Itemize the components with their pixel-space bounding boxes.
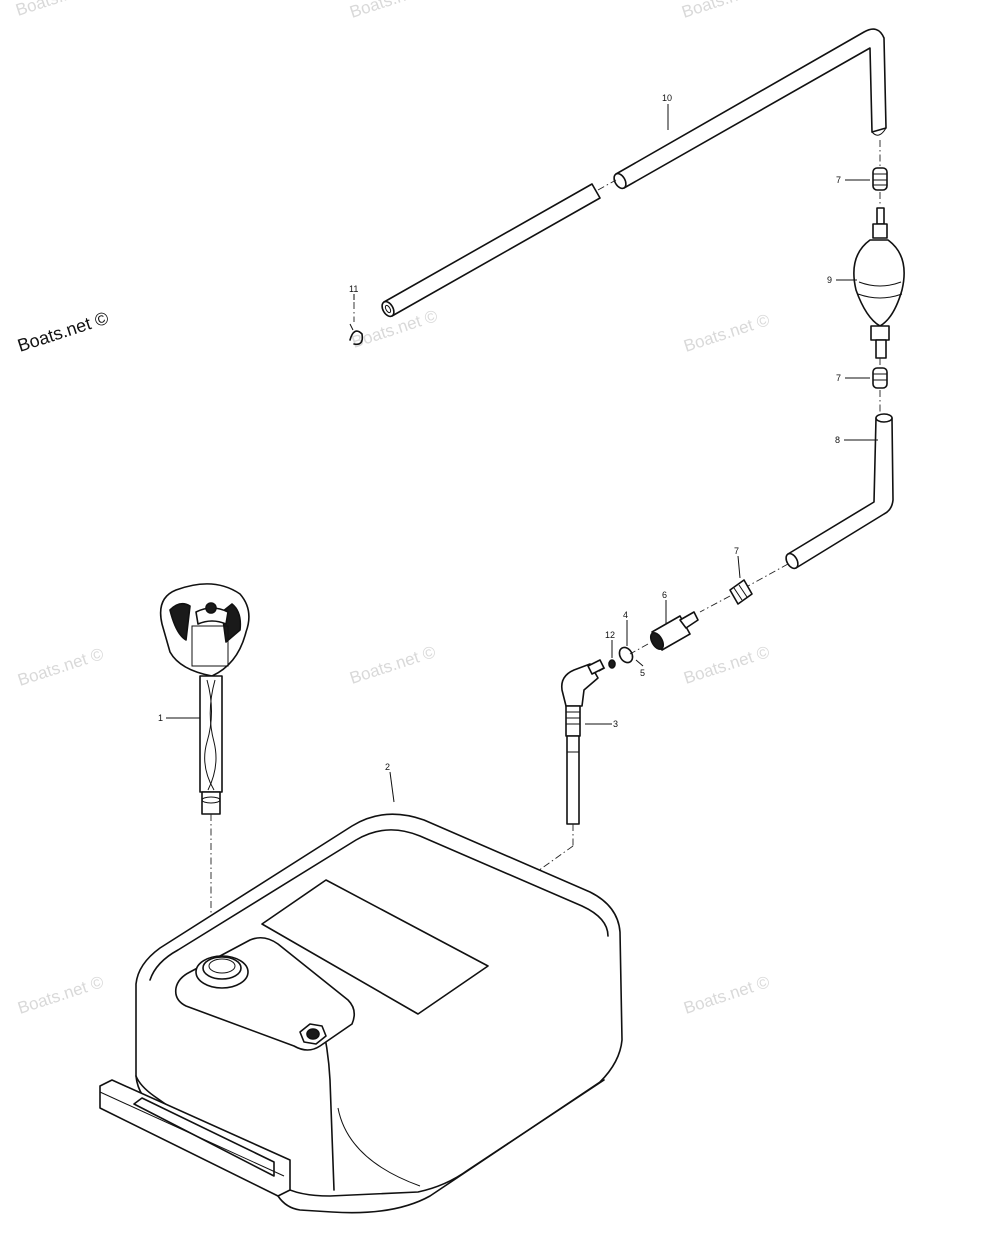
callout-9: 9 bbox=[827, 275, 832, 285]
part-7-hose-fitting-middle bbox=[872, 367, 888, 412]
watermark-main: Boats.net © bbox=[15, 308, 111, 356]
part-4-o-ring bbox=[618, 646, 634, 664]
watermark-text: Boats.net © bbox=[681, 972, 772, 1018]
part-1-fuel-gauge-cap bbox=[159, 583, 250, 962]
callout-4: 4 bbox=[623, 610, 628, 620]
callout-7-top: 7 bbox=[836, 175, 841, 185]
part-8-fuel-hose-short bbox=[747, 413, 894, 587]
part-2-fuel-tank bbox=[99, 813, 623, 1214]
watermark-text: Boats.net © bbox=[15, 644, 106, 690]
callout-1: 1 bbox=[158, 713, 163, 723]
part-7-hose-fitting-top bbox=[872, 140, 888, 204]
callout-8: 8 bbox=[835, 435, 840, 445]
callout-labels: 10 7 9 7 8 11 7 6 4 5 12 3 1 2 bbox=[158, 93, 841, 772]
watermark-text: Boats.net © bbox=[13, 0, 104, 20]
part-9-primer-bulb bbox=[853, 207, 905, 368]
part-11-hose-clamp bbox=[349, 302, 364, 346]
watermark-text: Boats.net © bbox=[15, 972, 106, 1018]
watermark-text: Boats.net © bbox=[347, 642, 438, 688]
watermark-text: Boats.net © bbox=[681, 642, 772, 688]
callout-5: 5 bbox=[640, 668, 645, 678]
part-12-o-ring-small bbox=[608, 659, 616, 669]
callout-11: 11 bbox=[349, 284, 358, 294]
callout-7-lower: 7 bbox=[734, 546, 739, 556]
callout-2: 2 bbox=[385, 762, 390, 772]
watermark-text: Boats.net © bbox=[681, 310, 772, 356]
part-7-hose-fitting-lower bbox=[699, 579, 753, 613]
callout-6: 6 bbox=[662, 590, 667, 600]
watermark-text: Boats.net © bbox=[347, 0, 438, 22]
callout-10: 10 bbox=[662, 93, 672, 103]
callout-12: 12 bbox=[605, 630, 615, 640]
part-10-fuel-hose bbox=[381, 28, 887, 318]
callout-3: 3 bbox=[613, 719, 618, 729]
callout-leaders bbox=[166, 104, 878, 803]
part-6-fuel-connector bbox=[629, 611, 699, 655]
callout-7-middle: 7 bbox=[836, 373, 841, 383]
watermark-text: Boats.net © bbox=[679, 0, 770, 22]
